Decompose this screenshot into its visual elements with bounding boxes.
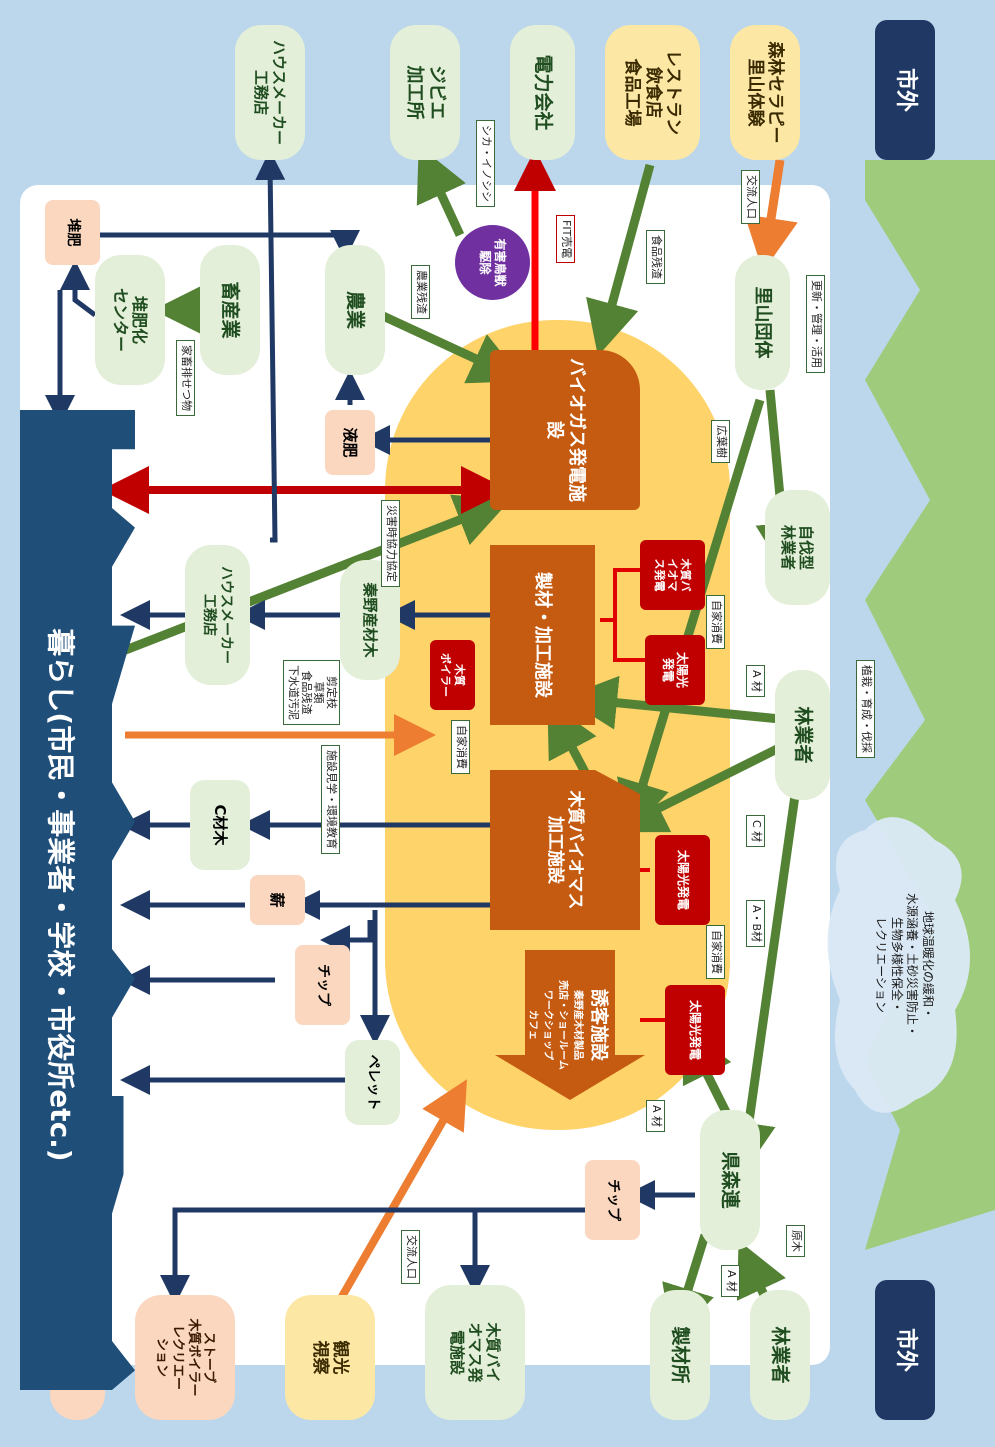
node-kenshinren: 県森連: [700, 1110, 760, 1250]
flow-agri-biogas: [368, 305, 525, 384]
label-pruning: 剪定枝 草類 食品残渣 下水道汚泥: [283, 660, 340, 725]
label-food-residue: 食品残渣: [646, 230, 665, 284]
node-c-wood: C材木: [190, 780, 250, 870]
label-facility-tour: 施設見学・環境教育: [321, 745, 340, 854]
flow-forestry-biomass: [610, 735, 798, 833]
label-disaster: 災害時協力協定: [381, 500, 400, 587]
node-satoyama: 里山団体: [735, 255, 790, 390]
node-wood-biomass-power: 木質バ イオマ ス発電: [640, 540, 705, 610]
node-liquid-fertilizer: 液肥: [325, 410, 375, 475]
node-gibier: ジビエ 加工所: [390, 25, 460, 160]
node-biomass-plant: 木質バイオマス 加工施設: [490, 770, 640, 930]
node-housemaker-top: ハウスメーカー 工務店: [235, 25, 305, 160]
node-forest-therapy: 森林セラピー 里山体験: [730, 25, 800, 160]
label-ab-wood: A・B材: [746, 900, 765, 948]
node-forestry-outside: 林業者: [750, 1290, 810, 1420]
node-solar-1: 太陽光 発電: [645, 635, 705, 705]
node-firewood: 薪: [250, 875, 305, 925]
mountain-benefits-note: 地球温暖化の緩和・ 水源涵養・土砂災害防止・ 生物多様性保全・ レクリエーション: [874, 892, 935, 1037]
label-self-use-2: 自家消費: [706, 925, 725, 979]
node-housemaker-mid: ハウスメーカー 工務店: [185, 545, 250, 685]
flow-housemaker-top: [255, 150, 286, 543]
node-biomass-power: 木質バイ オマス発 電施設: [425, 1285, 525, 1420]
node-sawmill-outside: 製材所: [650, 1290, 710, 1420]
flow-food-residue: [586, 163, 655, 357]
label-exchange-top: 交流人口: [741, 170, 760, 224]
label-plant-grow: 植栽・育成・伐採: [856, 660, 875, 758]
label-renew-manage: 更新・管理・活用: [806, 275, 825, 373]
label-self-use-3: 自家消費: [451, 720, 470, 774]
label-self-use-1: 自家消費: [706, 595, 725, 649]
node-restaurant: レストラン 飲食店 食品工場: [605, 25, 700, 160]
attraction-subtitle: 秦野産木材製品 売店・ショールーム ワークショップ カフェ: [527, 980, 583, 1070]
node-compost: 堆肥: [45, 200, 100, 265]
label-agri-residue: 農業残渣: [411, 265, 430, 319]
flow-citizens-biogas: [98, 494, 511, 665]
node-chip-left: チップ: [585, 1160, 640, 1240]
flow-therapy-satoyama: [744, 159, 798, 272]
label-fit: FIT売電: [556, 215, 575, 264]
node-stove: ストーブ 木質ボイラー レクリエー ション: [135, 1295, 235, 1420]
label-deer-boar: シカ・イノシシ: [476, 120, 495, 207]
node-tourism: 観光 視察: [285, 1295, 375, 1420]
label-raw-wood: 原木: [786, 1225, 805, 1257]
node-solar-3: 太陽光発電: [665, 985, 725, 1075]
flow-forestry-kenshinren: [722, 759, 805, 1177]
node-compost-center: 堆肥化 センター: [95, 255, 165, 385]
node-agriculture: 農業: [325, 245, 385, 375]
node-sawmill-plant: 製材・加工施設: [490, 545, 595, 725]
node-wood-boiler: 木質 ボイラー: [430, 640, 475, 710]
attraction-title: 誘客施設: [588, 989, 609, 1061]
flow-biomass-chip: [320, 920, 373, 955]
node-forestry: 林業者: [775, 670, 830, 800]
label-c-wood: C 材: [746, 815, 765, 848]
node-biogas-plant: バイオガス発電施設: [490, 350, 640, 510]
node-pellet: ペレット: [345, 1040, 400, 1125]
cloud-shape: [827, 817, 970, 1113]
node-pest-control: 有害鳥獣 駆除: [455, 225, 530, 300]
label-livestock-waste: 家畜排せつ物: [176, 340, 195, 416]
label-a-wood-3: A 材: [721, 1265, 740, 1298]
outside-label-bottom: 市外: [875, 1280, 935, 1420]
flow-chip-stove: [160, 1207, 585, 1305]
flow-tourism: [336, 1079, 467, 1302]
node-citizens: 暮らし(市民・事業者・学校・市役所etc.): [43, 628, 77, 1162]
label-a-wood-2: A 材: [646, 1100, 665, 1133]
outside-label-top: 市外: [875, 20, 935, 160]
label-broadleaf: 広葉樹: [711, 420, 730, 463]
node-solar-2: 太陽光発電: [655, 835, 710, 925]
flow-pest-gibier: [416, 145, 466, 237]
flow-compost-agri: [95, 230, 360, 260]
node-self-logging: 自伐型 林業者: [765, 490, 830, 605]
node-chip-mid: チップ: [295, 945, 350, 1025]
node-power-company: 電力会社: [510, 25, 575, 160]
node-livestock: 畜産業: [200, 245, 260, 375]
label-exchange-bottom: 交流人口: [401, 1230, 420, 1284]
flow-forestry-sawmill: [563, 675, 791, 730]
label-a-wood-1: A 材: [746, 665, 765, 698]
flow-center-compost: [60, 260, 97, 317]
